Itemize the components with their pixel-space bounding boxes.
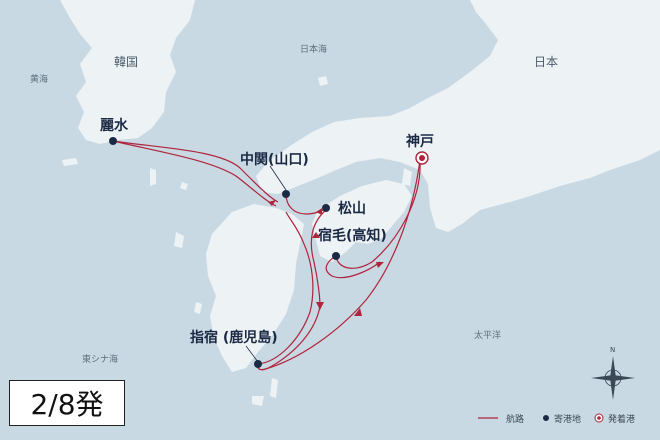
route-yeosu-return: [112, 140, 277, 207]
land-iki: [180, 182, 188, 190]
label-korea: 韓国: [114, 55, 138, 69]
label-sea-of-japan: 日本海: [300, 43, 327, 55]
legend: 航路 寄港地 発着港: [478, 413, 635, 425]
arrow-2: [316, 208, 322, 215]
route-kobe-sukumo: [335, 159, 421, 269]
port-label-matsuyama: 松山: [338, 200, 366, 217]
land-awaji: [402, 168, 412, 186]
route-lines: [112, 140, 421, 371]
port-marker-nakanoseki: [282, 190, 290, 198]
land-kyushu: [206, 204, 304, 372]
land-koshiki: [194, 302, 202, 314]
route-south-ibusuki: [257, 305, 321, 371]
land-korea: [60, 0, 195, 144]
land-tanegashima: [270, 378, 278, 398]
port-label-kobe: 神戸: [406, 133, 434, 150]
legend-departure-label: 発着港: [608, 413, 635, 425]
legend-route-label: 航路: [506, 413, 524, 425]
port-yeosu: 麗水: [100, 117, 129, 145]
port-marker-yeosu: [109, 137, 117, 145]
land-honshu: [256, 0, 660, 232]
route-yeosu-nakanoseki: [112, 140, 279, 203]
port-marker-sukumo: [332, 252, 340, 260]
arrow-6: [376, 262, 384, 268]
port-kobe: 神戸: [406, 133, 434, 165]
port-ibusuki: 指宿 (鹿児島): [190, 329, 278, 368]
leader-nakanoseki: [269, 165, 287, 191]
arrow-3: [312, 232, 320, 238]
legend-port-swatch: [543, 415, 549, 421]
land-tsushima: [150, 168, 156, 186]
departure-date-badge: 2/8発: [9, 380, 125, 426]
land-goto: [174, 232, 184, 248]
leader-ibusuki: [245, 345, 259, 363]
land-oki: [318, 76, 328, 86]
label-japan: 日本: [534, 55, 558, 69]
port-sukumo: 宿毛(高知): [318, 227, 387, 260]
land-shikoku: [312, 180, 412, 262]
compass-rose: N: [591, 346, 635, 400]
compass-ring: [604, 369, 622, 387]
port-matsuyama: 松山: [322, 200, 366, 217]
compass-north-label: N: [610, 346, 615, 354]
port-marker-ibusuki: [254, 360, 262, 368]
port-marker-kobe-inner: [419, 155, 425, 161]
arrow-4: [316, 302, 324, 310]
label-yellow-sea: 黄海: [30, 73, 48, 85]
label-pacific: 太平洋: [474, 329, 501, 341]
land-jeju: [62, 158, 78, 166]
port-label-sukumo: 宿毛(高知): [318, 227, 387, 244]
land-yakushima: [252, 396, 264, 406]
route-ibusuki-north: [257, 211, 314, 365]
arrow-1: [268, 200, 276, 206]
port-marker-matsuyama: [322, 204, 330, 212]
port-label-ibusuki: 指宿 (鹿児島): [190, 329, 278, 346]
compass-horizontal-arm: [591, 375, 635, 381]
port-nakanoseki: 中関(山口): [240, 151, 309, 198]
route-sukumo-loop: [325, 255, 381, 279]
legend-departure-swatch-inner: [597, 416, 601, 420]
arrow-5: [354, 308, 362, 316]
route-arrows: [268, 200, 384, 316]
port-label-yeosu: 麗水: [100, 117, 129, 134]
port-label-nakanoseki: 中関(山口): [240, 151, 309, 168]
legend-port-label: 寄港地: [554, 413, 581, 425]
label-east-china-sea: 東シナ海: [82, 353, 118, 365]
route-matsuyama-south: [310, 209, 327, 307]
